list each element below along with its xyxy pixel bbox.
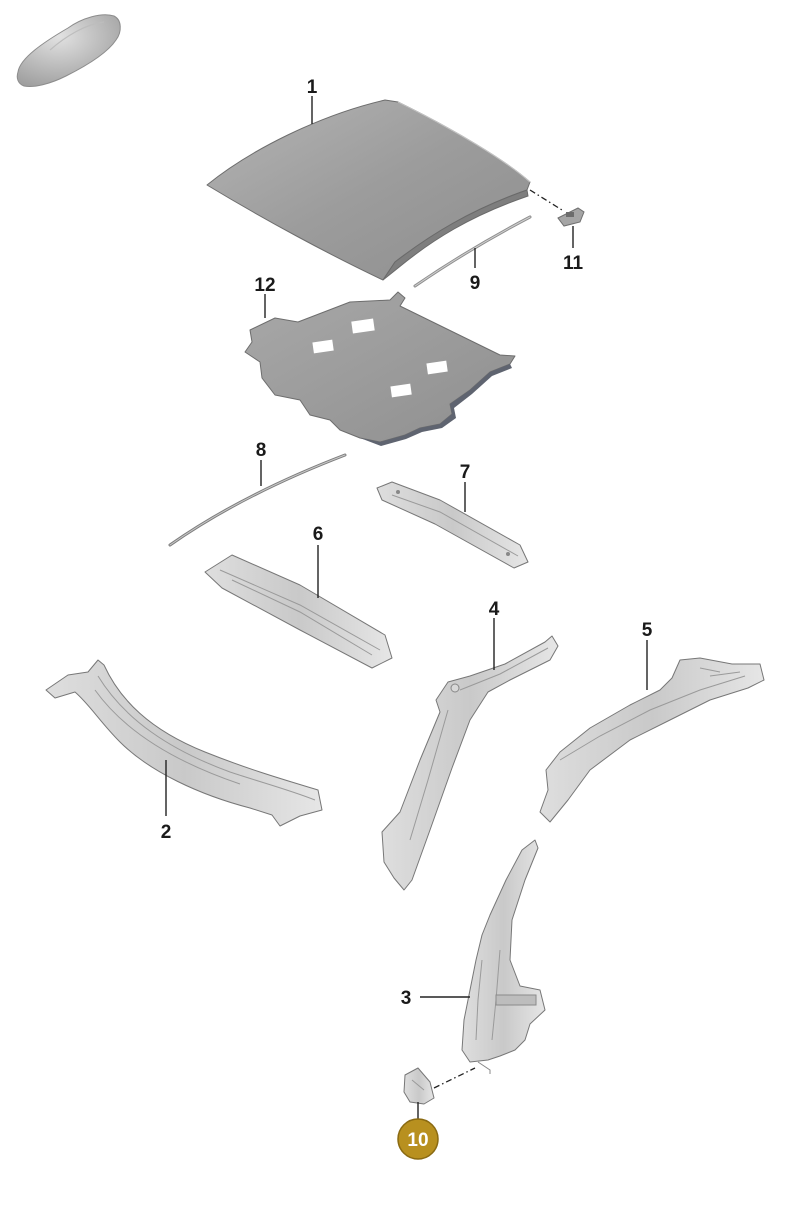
callout-7[interactable]: 7 [460, 462, 471, 483]
callout-3[interactable]: 3 [401, 988, 412, 1009]
leader-lines [165, 96, 648, 1120]
part-4-a-pillar [381, 635, 559, 891]
part-12-headliner [244, 291, 516, 446]
callout-11[interactable]: 11 [563, 253, 584, 274]
callout-1[interactable]: 1 [307, 77, 318, 98]
callout-5[interactable]: 5 [642, 620, 653, 641]
part-6-front-roof-bow [204, 554, 393, 669]
part-9-roof-strip [413, 215, 532, 288]
callout-10[interactable]: 10 [407, 1130, 428, 1151]
part-5-c-pillar [539, 657, 765, 823]
part-8-side-strip [168, 453, 347, 547]
callout-10-highlighted[interactable]: 10 [397, 1118, 439, 1160]
callout-12[interactable]: 12 [254, 275, 275, 296]
callout-8[interactable]: 8 [256, 440, 267, 461]
car-thumbnail-icon [16, 14, 121, 87]
part-3-b-pillar [461, 839, 546, 1074]
callout-4[interactable]: 4 [489, 599, 500, 620]
part-1-roof-panel [206, 99, 531, 281]
part-7-rear-roof-bow [376, 481, 529, 569]
callout-2[interactable]: 2 [161, 822, 172, 843]
part-2-windshield-frame [45, 659, 323, 827]
callout-6[interactable]: 6 [313, 524, 324, 545]
part-11-clip [557, 207, 585, 227]
part-10-bracket [403, 1067, 435, 1105]
callout-10-badge[interactable] [397, 1118, 439, 1160]
callout-9[interactable]: 9 [470, 273, 481, 294]
